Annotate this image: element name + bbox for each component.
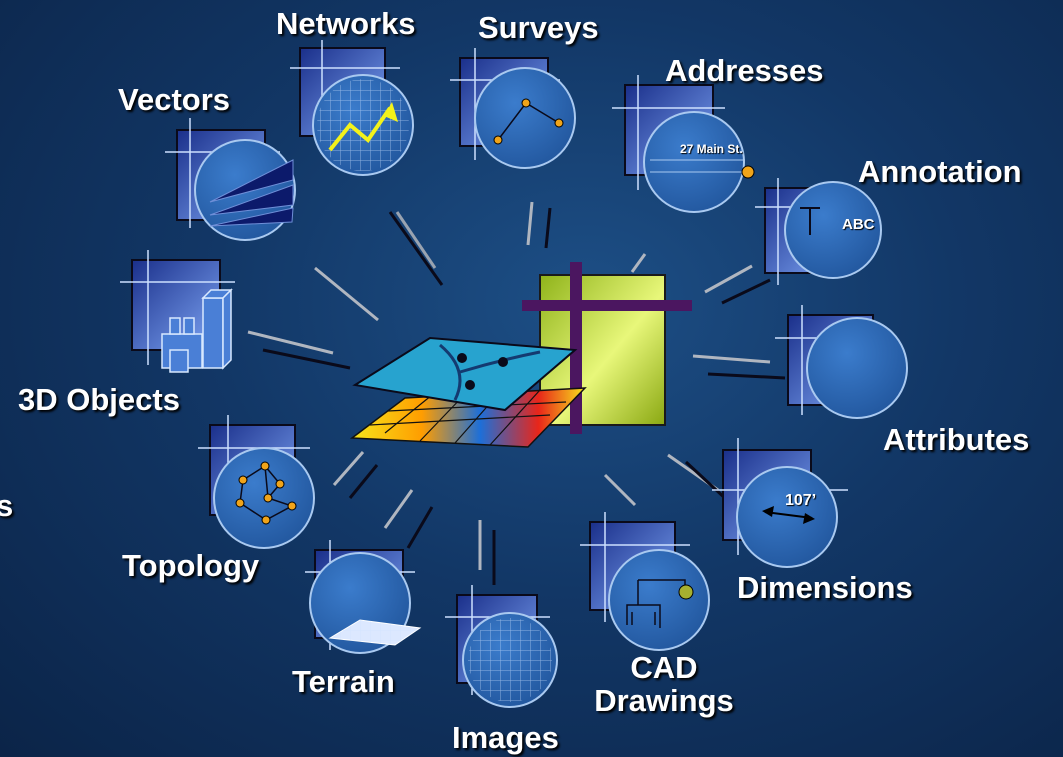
networks-icon <box>290 40 414 176</box>
dimensions-label: Dimensions <box>737 570 913 605</box>
vectors-icon <box>165 118 296 241</box>
cad-label-line1: CAD <box>630 650 698 685</box>
address-sample-text: 27 Main St. <box>680 142 743 156</box>
3d-objects-label: 3D Objects <box>18 382 180 417</box>
vectors-label: Vectors <box>118 82 231 117</box>
images-label: Images <box>452 720 559 755</box>
annotation-label: Annotation <box>858 154 1022 189</box>
terrain-label: Terrain <box>292 664 395 699</box>
cut-off-label: s <box>0 488 14 523</box>
networks-label: Networks <box>276 6 416 41</box>
addresses-label: Addresses <box>665 53 824 88</box>
cad-drawings-icon <box>580 512 710 651</box>
surveys-label: Surveys <box>478 10 599 45</box>
cad-drawings-label: CAD Drawings <box>580 652 748 716</box>
dimensions-icon <box>712 438 848 568</box>
3d-objects-icon <box>120 250 235 373</box>
images-icon <box>445 585 558 708</box>
central-geodatabase-icon <box>349 262 692 448</box>
terrain-icon <box>305 540 422 654</box>
attributes-label: Attributes <box>883 422 1030 457</box>
annotation-icon <box>755 178 882 285</box>
surveys-icon <box>450 48 576 169</box>
topology-label: Topology <box>122 548 260 583</box>
cad-label-line2: Drawings <box>594 683 734 718</box>
attributes-icon <box>775 305 908 419</box>
annotation-sample-text: ABC <box>842 216 875 233</box>
radiating-lines <box>247 201 786 585</box>
addresses-icon <box>612 75 755 213</box>
topology-icon <box>198 415 315 549</box>
dimension-sample-text: 107’ <box>785 492 817 509</box>
